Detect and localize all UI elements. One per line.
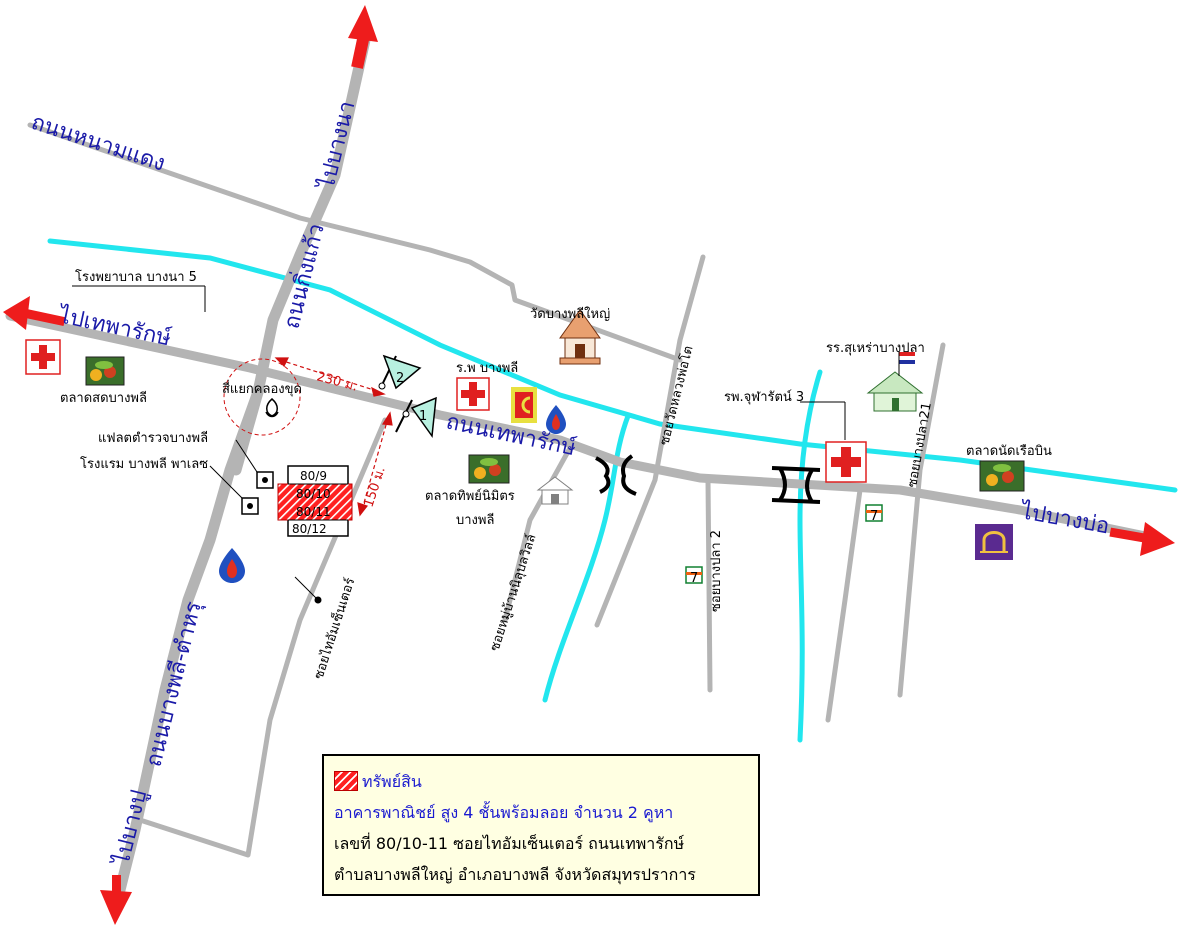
intersection-circle bbox=[223, 358, 301, 436]
label-market-bangphli: ตลาดสดบางพลี bbox=[60, 390, 147, 406]
label-police-flat: แฟลตตำรวจบางพลี bbox=[98, 430, 208, 446]
distance-230-line bbox=[274, 357, 386, 397]
legend-box: ทรัพย์สิน อาคารพาณิชย์ สูง 4 ชั้นพร้อมลอ… bbox=[322, 754, 760, 896]
road-soi-nilubon bbox=[502, 445, 573, 623]
arrow-south-icon bbox=[100, 875, 132, 925]
school-icon bbox=[866, 352, 924, 412]
marker-2-label: 2 bbox=[396, 371, 404, 386]
legend-title-row: ทรัพย์สิน bbox=[334, 766, 748, 797]
marker-1-label: 1 bbox=[419, 409, 427, 424]
canal-mid bbox=[797, 369, 823, 743]
soi-label-thaium: ซอยไทอัมเซ็นเตอร์ bbox=[309, 575, 359, 681]
store-logo-icon bbox=[511, 387, 537, 423]
label-hospital-bangphli: ร.พ บางพลี bbox=[456, 360, 518, 376]
market-thip-icon bbox=[468, 454, 510, 484]
house-icon bbox=[536, 476, 574, 505]
label-intersection: สี่แยกคลองขุด bbox=[222, 380, 302, 397]
plot-80-12: 80/12 bbox=[292, 522, 327, 536]
road-soi-thaium bbox=[137, 417, 388, 858]
road-label-to-bangbo: ไปบางบ่อ bbox=[1017, 498, 1111, 539]
canal-main bbox=[47, 238, 1178, 493]
seven-eleven-2-icon: 7 bbox=[865, 504, 883, 524]
road-label-to-thepharak: ไปเทพารักษ์ bbox=[55, 302, 174, 352]
legend-line3: ตำบลบางพลีใหญ่ อำเภอบางพลี จังหวัดสมุทรป… bbox=[334, 865, 696, 884]
temple-icon bbox=[559, 309, 601, 365]
label-hospital-bangna5: โรงพยาบาล บางนา 5 bbox=[75, 269, 197, 285]
distance-150-line bbox=[357, 411, 393, 517]
road-thepharak bbox=[5, 311, 1155, 542]
hospital-bangna5-icon bbox=[25, 339, 61, 375]
property-pointer bbox=[294, 576, 322, 604]
property-plots: 80/9 80/10 80/11 80/12 bbox=[277, 465, 353, 537]
arrow-west-icon bbox=[3, 296, 66, 330]
arrow-east-icon bbox=[1109, 522, 1175, 556]
label-wat-bangphli-yai: วัดบางพลีใหญ่ bbox=[530, 306, 610, 322]
market-bangphli-icon bbox=[85, 356, 125, 386]
label-market-thip-1: ตลาดทิพย์นิมิตร bbox=[425, 488, 515, 504]
plot-80-9: 80/9 bbox=[300, 469, 327, 483]
canals bbox=[47, 238, 1178, 743]
arrow-north-icon bbox=[348, 5, 378, 69]
road-nong-mamdaeng bbox=[27, 122, 683, 363]
property-swatch-icon bbox=[334, 771, 358, 791]
hospital-chularat-icon bbox=[825, 441, 867, 483]
legend-line1: อาคารพาณิชย์ สูง 4 ชั้นพร้อมลอย จำนวน 2 … bbox=[334, 803, 674, 822]
market-nat-icon bbox=[979, 460, 1025, 492]
road-soi-bangpla21 bbox=[897, 342, 946, 698]
soi-label-nilubon: ซอยหมู่บ้านนิลุบลวิลล์ bbox=[487, 532, 540, 653]
gas-station-icon bbox=[546, 405, 566, 434]
property-highlight bbox=[277, 483, 353, 521]
marker-2-icon bbox=[378, 354, 422, 390]
police-flat-marker-icon bbox=[235, 439, 274, 489]
road-soi-bangpla2 bbox=[705, 477, 713, 693]
road-soi-luangpho bbox=[594, 254, 706, 628]
label-school: รร.สุเหร่าบางปลา bbox=[826, 341, 925, 356]
bridge-east bbox=[771, 466, 821, 504]
seven-eleven-2-label: 7 bbox=[870, 509, 878, 524]
plot-80-10: 80/10 bbox=[296, 487, 331, 501]
road-king-kaeo bbox=[109, 34, 371, 916]
gas-station-2-icon bbox=[219, 548, 245, 583]
hospital-bangphli-icon bbox=[456, 377, 490, 411]
label-hospital-chularat: รพ.จุฬารัตน์ 3 bbox=[724, 389, 804, 405]
road-label-to-bangpu: ไปบางปู bbox=[108, 787, 152, 869]
road-label-nong-mamdaeng: ถนนหนามแดง bbox=[28, 110, 168, 177]
seven-eleven-icon: 7 bbox=[685, 566, 703, 586]
label-market-thip-2: บางพลี bbox=[456, 512, 494, 528]
canal-west bbox=[542, 413, 631, 703]
bank-logo-icon bbox=[975, 524, 1013, 560]
plot-80-11: 80/11 bbox=[296, 505, 331, 519]
marker-1-icon bbox=[395, 396, 437, 439]
direction-arrows bbox=[3, 5, 1175, 925]
road-label-to-bangna: ไปบางนา bbox=[313, 98, 360, 193]
soi-label-bangpla21: ซอยบางปลา21 bbox=[905, 401, 935, 489]
seven-eleven-label: 7 bbox=[690, 571, 698, 586]
label-market-nat: ตลาดนัดเรือบิน bbox=[966, 443, 1052, 459]
road-bangphli-tamru bbox=[230, 386, 264, 476]
road-label-bangphli-tamru: ถนนบางพลี-ตำหรุ bbox=[142, 599, 207, 770]
legend-title: ทรัพย์สิน bbox=[362, 772, 422, 791]
label-hotel: โรงแรม บางพลี พาเลซ bbox=[80, 456, 208, 472]
soi-label-bangpla2: ซอยบางปลา 2 bbox=[709, 530, 724, 612]
legend-line2: เลขที่ 80/10-11 ซอยไทอัมเซ็นเตอร์ ถนนเทพ… bbox=[334, 834, 685, 853]
bridge-west bbox=[595, 454, 637, 496]
hotel-marker-icon bbox=[209, 465, 259, 515]
road-east-branch bbox=[825, 487, 863, 723]
dharma-symbol-icon bbox=[265, 398, 279, 418]
roads bbox=[5, 34, 1155, 916]
